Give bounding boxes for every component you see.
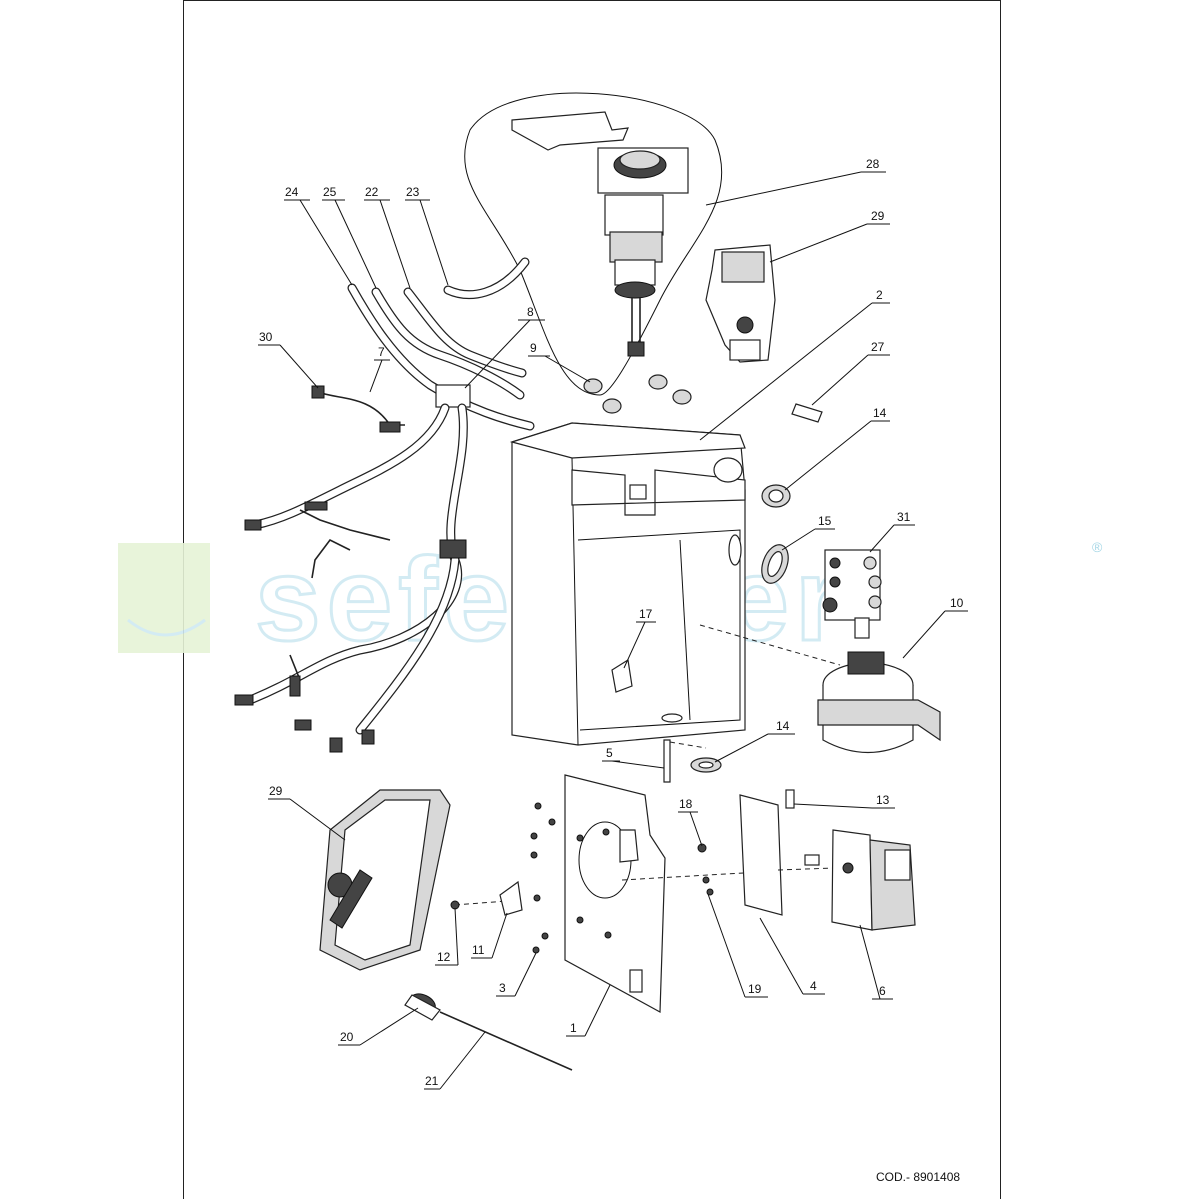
callout-30: 30 [259, 330, 273, 344]
callout-leaders [258, 171, 968, 1090]
callout-5: 5 [606, 746, 613, 760]
callout-31: 31 [897, 510, 911, 524]
callout-7: 7 [378, 345, 385, 359]
callout-20: 20 [340, 1030, 354, 1044]
screws-18-19 [621, 843, 761, 896]
pin-26 [791, 403, 823, 423]
callout-labels: 24 25 22 23 30 7 8 9 28 29 2 27 14 15 31… [259, 157, 964, 1088]
callout-27: 28 [866, 157, 880, 171]
callout-3: 3 [499, 981, 506, 995]
mounting-plate-1 [564, 774, 666, 1013]
callout-11: 11 [472, 943, 485, 957]
callout-8: 8 [527, 305, 534, 319]
grommet-14-upper [761, 484, 791, 508]
callout-14-upper: 14 [873, 406, 887, 420]
seal-15 [728, 534, 789, 584]
callout-21: 21 [425, 1074, 439, 1088]
callout-15: 15 [818, 514, 832, 528]
motor-6 [831, 829, 916, 931]
callout-28: 29 [871, 209, 885, 223]
callout-13: 13 [876, 793, 890, 807]
clip-11-screw-12 [450, 880, 523, 916]
callout-22: 22 [365, 185, 379, 199]
callout-4: 4 [810, 979, 817, 993]
callout-2: 2 [876, 288, 883, 302]
grommet-14-lower [690, 757, 722, 773]
probe-5 [663, 739, 707, 783]
callout-25: 25 [323, 185, 337, 199]
gear-motor-assembly-27 [511, 111, 689, 357]
document-code: COD.- 8901408 [876, 1170, 961, 1184]
chassis-box-2 [509, 422, 746, 746]
callout-12: 12 [437, 950, 451, 964]
bracket-17 [611, 659, 633, 693]
callout-23: 23 [406, 185, 420, 199]
screws-3 [530, 802, 556, 954]
fittings-9 [583, 374, 692, 414]
heater-block-29 [319, 789, 451, 971]
callout-26: 27 [871, 340, 885, 354]
callout-24: 24 [285, 185, 299, 199]
callout-9: 9 [530, 341, 537, 355]
knob-20-rod-21 [404, 993, 573, 1071]
watermark-logo-swoosh [127, 618, 206, 637]
watermark-registered-mark: ® [1092, 539, 1103, 555]
callout-19: 19 [748, 982, 762, 996]
wiring-harness-7-8-30 [234, 384, 471, 753]
callout-1: 1 [570, 1021, 577, 1035]
hoses-22-25 [347, 257, 535, 431]
solenoid-valves-31 [822, 549, 882, 639]
callout-29: 29 [269, 784, 283, 798]
motor-bracket-4 [739, 789, 836, 916]
boiler-10 [699, 624, 941, 754]
callout-18: 18 [679, 797, 693, 811]
callout-6: 6 [879, 984, 886, 998]
callout-14-lower: 14 [776, 719, 790, 733]
gear-switch-28 [705, 244, 776, 363]
callout-17: 17 [639, 607, 653, 621]
callout-10: 10 [950, 596, 964, 610]
